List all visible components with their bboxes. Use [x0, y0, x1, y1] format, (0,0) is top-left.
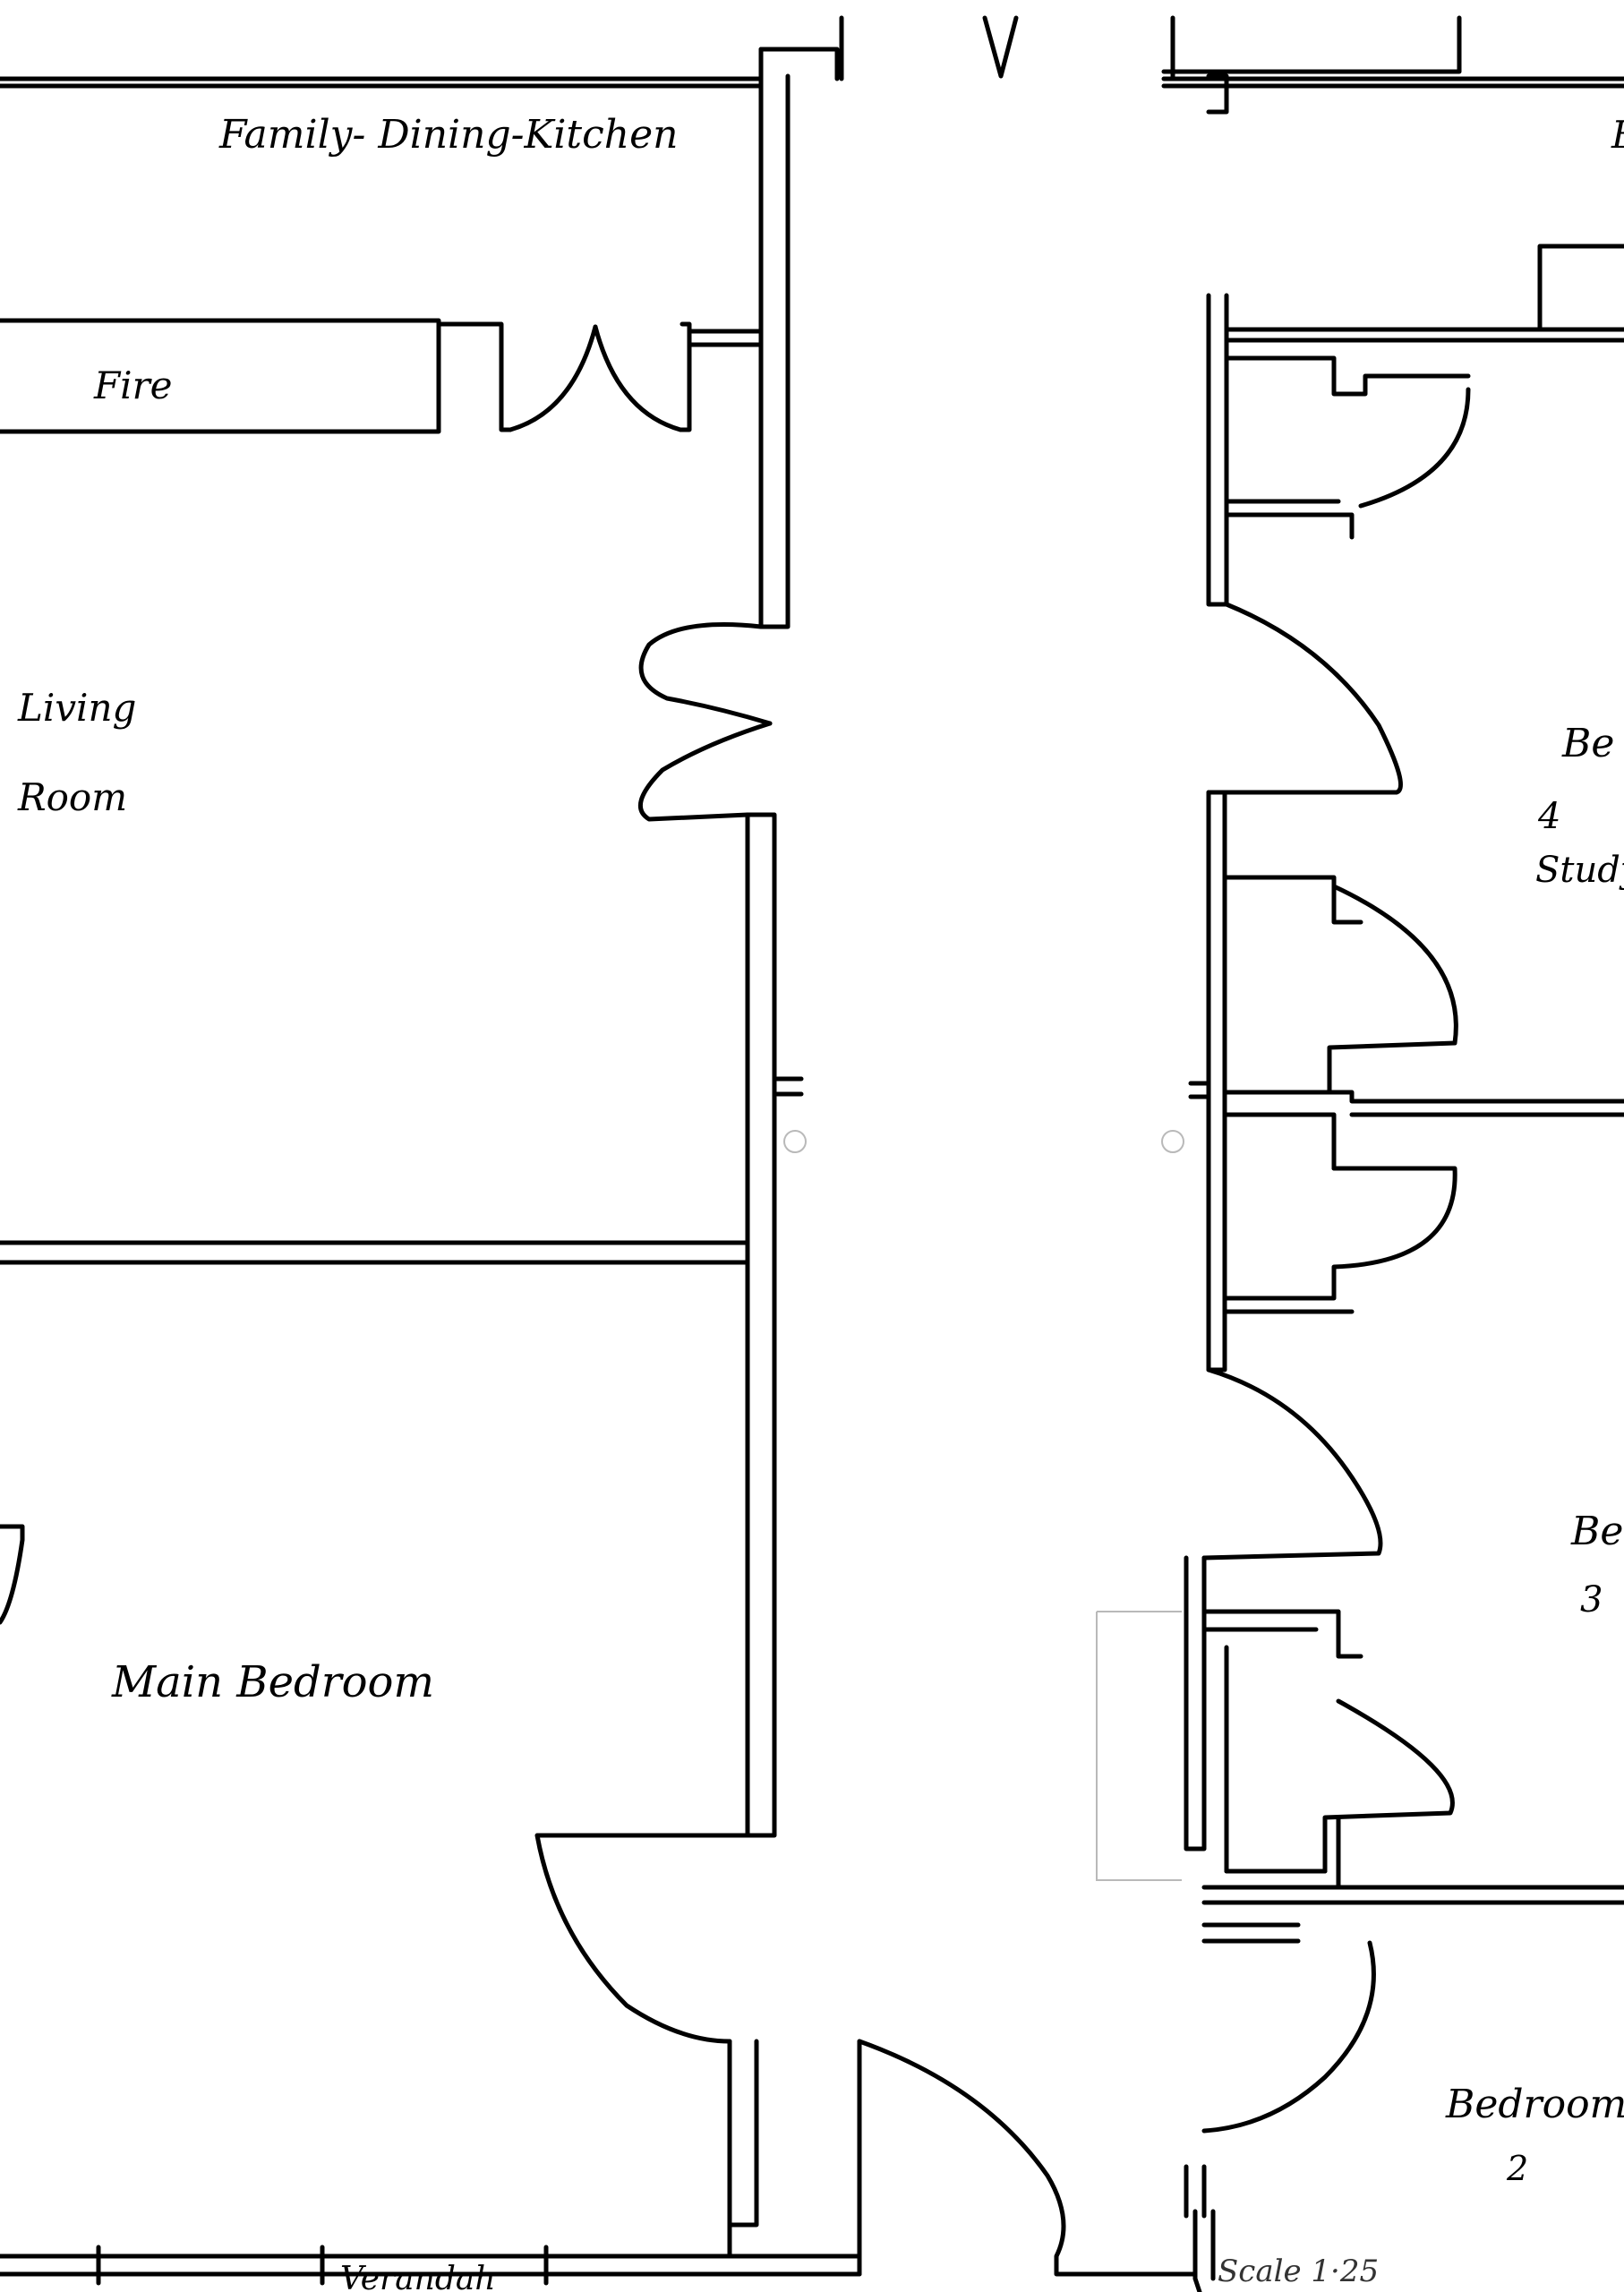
- label-living-line1: Living: [17, 686, 136, 730]
- label-main-bedroom: Main Bedroom: [111, 1657, 434, 1707]
- main-bedroom-side-door: [0, 1524, 25, 1625]
- living-bedroom-divider: [0, 1240, 750, 1265]
- label-bedroom3-line1: Be: [1570, 1509, 1623, 1554]
- label-scale: Scale 1·25: [1218, 2254, 1379, 2289]
- bedroom2-door: [1201, 1940, 1376, 2134]
- top-v-fixture: [982, 15, 1019, 79]
- top-right-cabinet: [1537, 244, 1624, 332]
- kitchen-living-divider: [0, 318, 764, 434]
- label-verandah: Verandah: [340, 2261, 496, 2292]
- label-living-line2: Room: [17, 775, 127, 819]
- pencil-circle-left: [783, 1130, 807, 1153]
- bottom-wall: [0, 2039, 1216, 2292]
- double-door-kitchen: [508, 324, 683, 432]
- bedroom4-door: [1206, 602, 1403, 795]
- label-bedroom4-line1: Be: [1561, 721, 1614, 766]
- pencil-circle-right: [1161, 1130, 1184, 1153]
- top-wall: [0, 15, 1624, 89]
- label-bedroom4-line2: 4: [1537, 796, 1560, 837]
- label-bedroom3-line2: 3: [1580, 1579, 1603, 1621]
- label-fire: Fire: [93, 363, 173, 407]
- main-bedroom-door: [534, 1833, 750, 2044]
- closet-lower: [1201, 1609, 1455, 1890]
- pencil-sketch-rectangle: [1096, 1611, 1182, 1881]
- bedroom3-door: [1201, 1367, 1383, 1561]
- label-top-right-fragment: B: [1611, 113, 1624, 157]
- label-family-dining-kitchen: Family- Dining-Kitchen: [218, 112, 678, 158]
- closet-top: [1224, 355, 1471, 540]
- double-door-living: [638, 622, 773, 822]
- hallway-left-wall: [727, 47, 840, 2228]
- label-bedroom4-line3: Study: [1535, 850, 1624, 891]
- label-bedroom2-line1: Bedroom: [1445, 2082, 1624, 2127]
- closet-middle: [1222, 875, 1624, 1314]
- hallway-right-wall: [1184, 73, 1624, 2219]
- label-bedroom2-line2: 2: [1506, 2149, 1528, 2188]
